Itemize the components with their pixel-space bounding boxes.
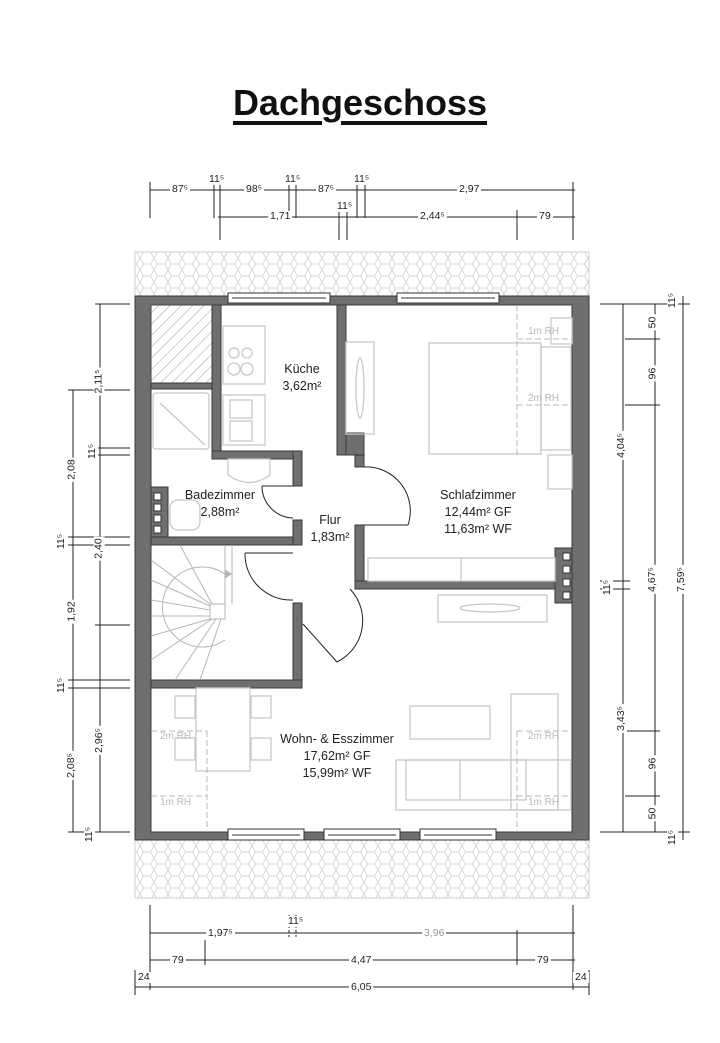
dim-left-inner-2: 2,96⁵ (92, 726, 105, 755)
dim-top-4: 11⁵ (283, 173, 303, 185)
title-text: Dachgeschoss (232, 82, 488, 123)
room-area-wf: 15,99m² WF (302, 766, 372, 780)
page-title: Dachgeschoss (0, 82, 720, 124)
dim-top2-1: 1,71 (268, 210, 293, 222)
room-area: 2,88m² (200, 505, 240, 519)
dim-right-mid-5: 50 (646, 805, 659, 822)
rh-label-bed-1m: 1m RH (528, 326, 560, 337)
doors (244, 466, 411, 663)
room-kueche: Küche 3,62m² (262, 361, 342, 395)
dim-right-mid-4: 96 (646, 755, 659, 772)
dim-bottom-3: 3,96 (422, 927, 447, 939)
room-wohn-esszimmer: Wohn- & Esszimmer 17,62m² GF 15,99m² WF (262, 731, 412, 782)
windows (227, 292, 500, 841)
dim-bottom3-2: 6,05 (349, 981, 374, 993)
dim-top2-4: 79 (537, 210, 553, 222)
dim-bottom2-3: 79 (535, 954, 551, 966)
dim-top-1: 87⁵ (170, 183, 191, 195)
dim-left-4: 11⁵ (55, 531, 68, 552)
furniture (152, 317, 573, 811)
room-name: Küche (284, 362, 320, 376)
dim-left-5: 1,92 (65, 599, 78, 624)
room-name: Wohn- & Esszimmer (280, 732, 394, 746)
dim-left-6: 11⁵ (55, 675, 68, 696)
dim-right-inner-2: 11⁵ (601, 577, 614, 598)
chimney-shaft (150, 304, 213, 384)
room-name: Schlafzimmer (440, 488, 516, 502)
dim-top-7: 2,97 (457, 183, 482, 195)
room-area-gf: 12,44m² GF (444, 505, 512, 519)
dim-bottom2-1: 79 (170, 954, 186, 966)
room-flur: Flur 1,83m² (295, 512, 365, 546)
dim-right-mid-1: 50 (646, 314, 659, 331)
dim-right-inner-1: 4,04⁵ (614, 431, 627, 460)
dim-left-3: 2,40 (92, 536, 105, 561)
dim-bottom-2: 11⁵ (286, 915, 306, 927)
room-schlafzimmer: Schlafzimmer 12,44m² GF 11,63m² WF (418, 487, 538, 538)
ceiling-height-lines (151, 305, 572, 832)
rh-label-living-left-1m: 1m RH (160, 797, 192, 808)
room-badezimmer: Badezimmer 2,88m² (170, 487, 270, 521)
dim-bottom3-3: 24 (573, 971, 589, 983)
dim-left-7: 2,08⁵ (64, 751, 77, 780)
rh-label-living-left-2m: 2m RH (160, 731, 192, 742)
dim-left-1: 2,08 (65, 457, 78, 482)
dim-left-8: 11⁵ (83, 824, 96, 845)
dim-right-outer-1: 11⁵ (666, 290, 679, 311)
rh-label-living-right-2m: 2m RH (528, 731, 560, 742)
dim-right-inner-3: 3,43⁵ (614, 704, 627, 733)
room-name: Flur (319, 513, 341, 527)
dim-right-mid-3: 4,67⁵ (645, 565, 658, 594)
roof-area-top (134, 251, 590, 297)
dim-top-3: 98⁵ (244, 183, 265, 195)
dim-bottom3-1: 24 (136, 971, 152, 983)
room-area-wf: 11,63m² WF (444, 522, 512, 536)
room-area: 1,83m² (310, 530, 350, 544)
dim-right-mid-2: 96 (646, 365, 659, 382)
dim-right-outer-3: 11⁵ (666, 827, 679, 848)
dim-top-6: 11⁵ (352, 173, 372, 185)
dim-top2-2: 11⁵ (335, 200, 355, 212)
dim-top-5: 87⁵ (316, 183, 337, 195)
dim-top-2: 11⁵ (207, 173, 227, 185)
dim-left-2: 11⁵ (86, 441, 99, 462)
dim-bottom2-2: 4,47 (349, 954, 374, 966)
dim-left-inner-1: 2,11⁵ (92, 367, 105, 396)
dim-top2-3: 2,44⁵ (418, 210, 447, 222)
dim-right-outer-2: 7,59⁵ (674, 565, 687, 594)
roof-area-bottom (134, 839, 590, 899)
rh-label-bed-2m: 2m RH (528, 393, 560, 404)
room-area: 3,62m² (282, 379, 322, 393)
room-name: Badezimmer (184, 488, 256, 502)
room-area-gf: 17,62m² GF (303, 749, 371, 763)
vent-grilles (153, 492, 571, 600)
rh-label-living-right-1m: 1m RH (528, 797, 560, 808)
staircase (150, 544, 233, 681)
dim-bottom-1: 1,97⁵ (206, 927, 235, 939)
